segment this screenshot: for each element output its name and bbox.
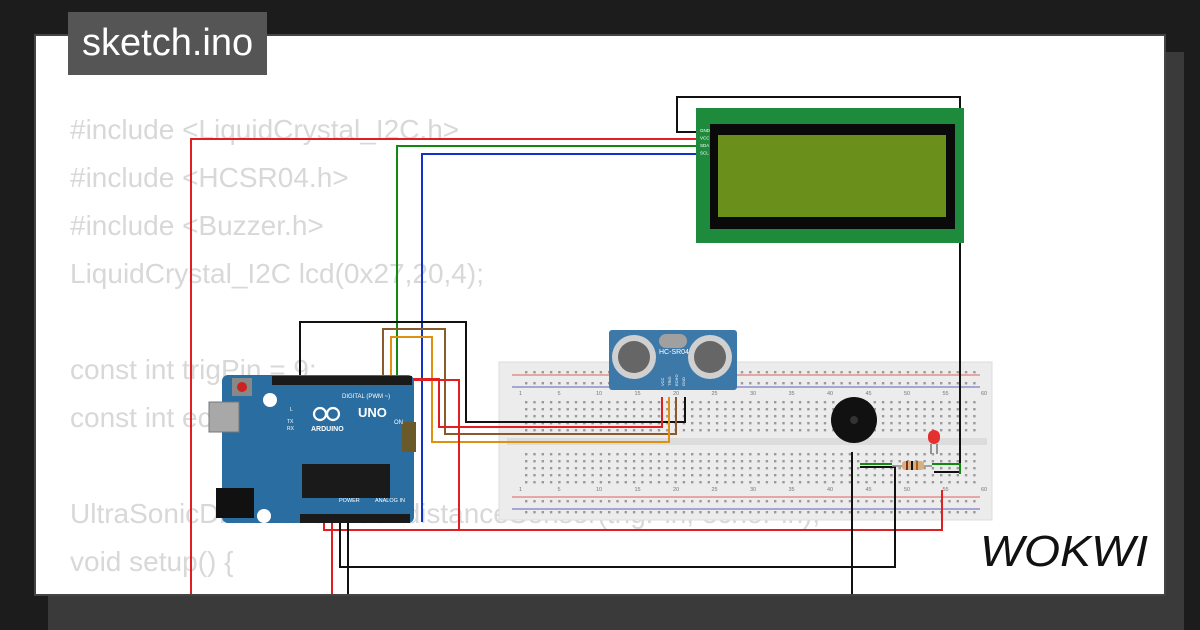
board-analog-label: ANALOG IN (375, 498, 405, 504)
breadboard-column-number: 10 (596, 391, 602, 397)
breadboard-column-number: 15 (635, 487, 641, 493)
lcd-display[interactable]: GND VCC SDA SCL (696, 108, 964, 243)
breadboard-column-number: 60 (981, 391, 987, 397)
sensor-pin-label: VCC (660, 377, 665, 386)
breadboard-column-number: 55 (943, 487, 949, 493)
breadboard-column-number: 40 (827, 487, 833, 493)
board-on-label: ON (394, 420, 403, 426)
wokwi-logo: WOKWI (980, 527, 1148, 576)
buzzer-icon[interactable] (831, 397, 877, 443)
wire-black-buzzer-gnd (347, 452, 853, 594)
breadboard-column-number: 40 (827, 391, 833, 397)
power-jack-icon (216, 488, 254, 518)
wire-green-led (932, 463, 961, 474)
board-tx-label: TX (287, 419, 294, 425)
wire-black-lcd-gnd (676, 96, 961, 473)
breadboard-column-number: 30 (750, 391, 756, 397)
wire-green-lcd-sda (396, 145, 702, 382)
wire-orange-trig (390, 336, 670, 443)
wire-red-lcd-vcc (190, 138, 702, 594)
breadboard-column-number: 10 (596, 487, 602, 493)
lcd-pin-label: SCL (700, 151, 709, 156)
lcd-pin-label: VCC (700, 136, 710, 141)
lcd-pin-label: GND (700, 128, 711, 133)
breadboard-holes (525, 371, 976, 514)
board-digital-label: DIGITAL (PWM ~) (342, 394, 390, 400)
brand-name: WOKWI (980, 527, 1148, 576)
arduino-logo (312, 406, 341, 422)
breadboard-column-number: 5 (558, 391, 561, 397)
breadboard-column-number: 25 (712, 391, 718, 397)
breadboard-column-number: 60 (981, 487, 987, 493)
sensor-pin-label: GND (681, 377, 686, 386)
led-icon[interactable] (928, 430, 940, 454)
board-arduino-label: ARDUINO (311, 426, 344, 433)
breadboard-column-number: 45 (866, 391, 872, 397)
sensor-pin-label: ECHO (674, 374, 679, 386)
breadboard-column-number: 1 (519, 487, 522, 493)
board-uno-label: UNO (358, 405, 387, 420)
resistor-icon[interactable] (892, 461, 932, 470)
breadboard-column-number: 20 (673, 487, 679, 493)
usb-port-icon (208, 401, 240, 433)
wire-brown-echo (382, 328, 677, 435)
breadboard-column-number: 35 (789, 391, 795, 397)
lcd-pin-labels: GND VCC SDA SCL (700, 128, 711, 156)
breadboard-column-number: 55 (943, 391, 949, 397)
arduino-uno[interactable]: DIGITAL (PWM ~) UNO ARDUINO ON TX RX L P… (208, 375, 416, 523)
board-rx-label: RX (287, 426, 295, 432)
wire-blue-lcd-scl (421, 153, 702, 522)
breadboard-column-number: 5 (558, 487, 561, 493)
breadboard-column-number: 20 (673, 391, 679, 397)
breadboard-column-number: 35 (789, 487, 795, 493)
sensor-name: HC-SR04 (659, 349, 689, 356)
breadboard-column-number: 50 (904, 391, 910, 397)
simulation-canvas[interactable]: #include <LiquidCrystal_I2C.h> #include … (34, 34, 1166, 596)
sensor-pin-label: TRIG (667, 376, 672, 386)
breadboard-column-number: 15 (635, 391, 641, 397)
breadboard-column-number: 25 (712, 487, 718, 493)
breadboard-column-number: 1 (519, 391, 522, 397)
board-power-label: POWER (339, 498, 360, 504)
board-l-label: L (290, 407, 293, 413)
sketch-title: sketch.ino (68, 12, 268, 75)
wire-black-gnd-top (299, 321, 686, 423)
lcd-pin-label: SDA (700, 143, 709, 148)
wires[interactable] (190, 96, 961, 596)
breadboard-column-number: 45 (866, 487, 872, 493)
breadboard-column-number: 50 (904, 487, 910, 493)
wire-black-gnd-bottom (339, 466, 896, 568)
wire-red-led (459, 490, 943, 531)
breadboard-column-number: 30 (750, 487, 756, 493)
